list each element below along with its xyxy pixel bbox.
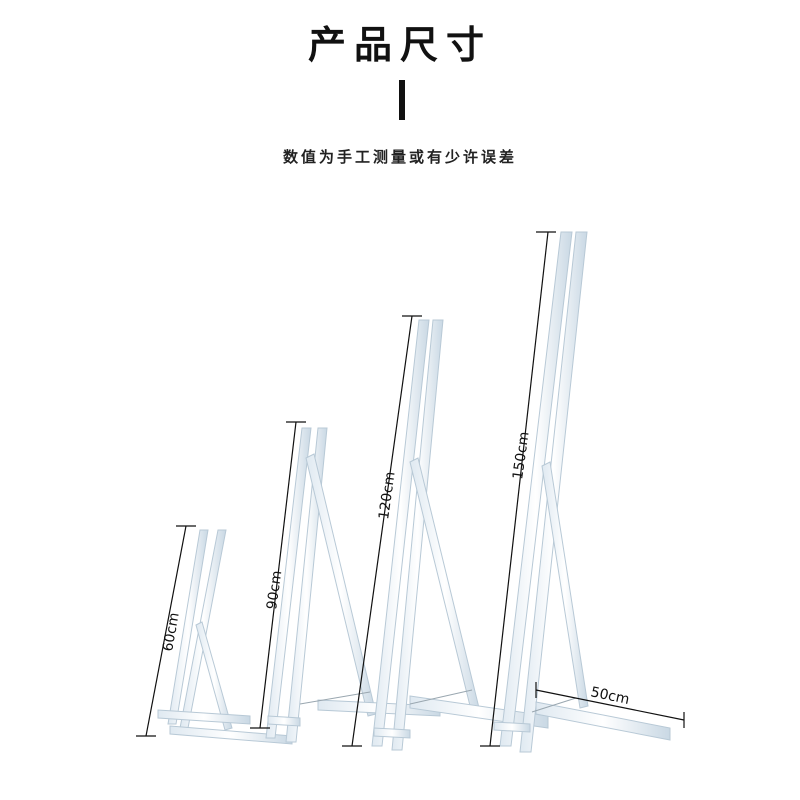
- dimension-line-150: [480, 231, 556, 747]
- spreader-chain-90: [299, 691, 371, 705]
- easel-120: [371, 319, 549, 751]
- title-divider: [399, 80, 405, 120]
- dimension-line-90: [250, 421, 306, 729]
- label-60cm: 60cm: [160, 611, 183, 652]
- label-120cm: 120cm: [376, 471, 399, 521]
- spreader-chain-120: [409, 689, 473, 705]
- easel-60: [157, 529, 293, 745]
- dimension-line-60: [136, 525, 196, 737]
- label-50cm: 50cm: [589, 684, 631, 708]
- spreader-chain-150: [531, 697, 577, 713]
- easel-150: [493, 231, 671, 753]
- label-90cm: 90cm: [264, 570, 285, 611]
- dimension-line-120: [342, 315, 422, 747]
- label-150cm: 150cm: [510, 431, 533, 481]
- easel-90: [265, 427, 441, 743]
- page-title: 产品尺寸: [307, 23, 492, 67]
- dimension-line-width: [535, 682, 685, 728]
- measurement-note: 数值为手工测量或有少许误差: [282, 148, 517, 166]
